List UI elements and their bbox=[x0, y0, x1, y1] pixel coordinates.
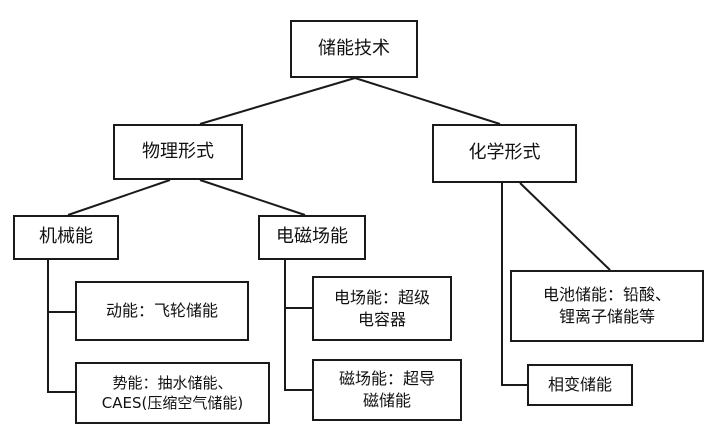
edge-physical-electromagnetic bbox=[199, 179, 306, 216]
edge-mechanical-children bbox=[47, 260, 75, 393]
node-chemical-form: 化学形式 bbox=[432, 124, 577, 183]
edge-electromagnetic-children bbox=[284, 260, 312, 391]
node-potential-energy-label: 势能：抽水储能、 CAES(压缩空气储能) bbox=[101, 373, 244, 412]
node-root-label: 储能技术 bbox=[318, 37, 390, 59]
node-mechanical-energy: 机械能 bbox=[13, 215, 119, 260]
edge-root-chemical bbox=[354, 77, 501, 125]
node-root: 储能技术 bbox=[290, 20, 418, 78]
node-electromagnetic-energy-label: 电磁场能 bbox=[276, 226, 348, 248]
edge-chemical-battery bbox=[519, 182, 611, 271]
node-magnetic-field-energy-label: 磁场能：超导 磁储能 bbox=[338, 369, 435, 410]
edge-chemical-phase bbox=[501, 183, 527, 386]
node-electric-field-energy: 电场能：超级 电容器 bbox=[312, 276, 452, 341]
node-physical-form: 物理形式 bbox=[113, 124, 243, 180]
node-electromagnetic-energy: 电磁场能 bbox=[258, 215, 366, 260]
node-phase-change-storage-label: 相变储能 bbox=[547, 375, 612, 395]
edge-physical-mechanical bbox=[67, 179, 171, 216]
node-chemical-form-label: 化学形式 bbox=[468, 142, 541, 164]
node-kinetic-energy-label: 动能：飞轮储能 bbox=[105, 301, 218, 321]
edge-root-physical bbox=[199, 77, 356, 125]
node-physical-form-label: 物理形式 bbox=[142, 140, 214, 162]
node-magnetic-field-energy: 磁场能：超导 磁储能 bbox=[312, 359, 462, 421]
node-battery-storage: 电池储能：铅酸、 锂离子储能等 bbox=[510, 270, 704, 342]
node-battery-storage-label: 电池储能：铅酸、 锂离子储能等 bbox=[542, 285, 671, 326]
node-phase-change-storage: 相变储能 bbox=[527, 364, 633, 406]
node-mechanical-energy-label: 机械能 bbox=[39, 226, 93, 248]
node-potential-energy: 势能：抽水储能、 CAES(压缩空气储能) bbox=[75, 362, 270, 424]
node-electric-field-energy-label: 电场能：超级 电容器 bbox=[333, 287, 430, 329]
node-kinetic-energy: 动能：飞轮储能 bbox=[75, 281, 249, 341]
